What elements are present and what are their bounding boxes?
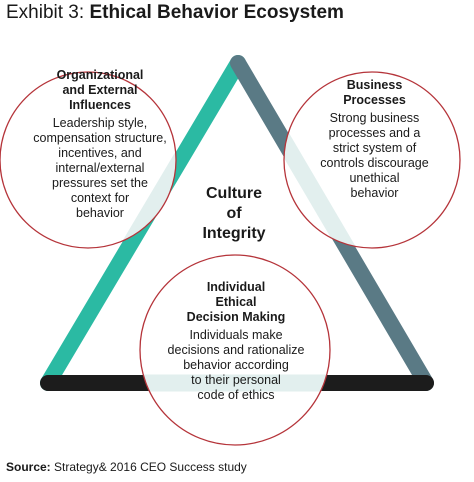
center-culture-label: Culture of Integrity xyxy=(202,185,266,242)
business-body: Strong business processes and a strict s… xyxy=(320,111,429,200)
business-label: Business Processes Strong business proce… xyxy=(292,78,457,201)
individual-label: Individual Ethical Decision Making Indiv… xyxy=(150,280,322,403)
organizational-body: Leadership style, compensation structure… xyxy=(33,116,167,220)
exhibit-number: Exhibit 3: xyxy=(6,2,85,23)
circle-individual xyxy=(139,254,331,446)
exhibit-title: Exhibit 3: Ethical Behavior Ecosystem xyxy=(6,2,344,24)
overlap-right xyxy=(284,72,435,248)
source-label: Source: xyxy=(6,460,51,474)
individual-heading: Individual Ethical Decision Making xyxy=(186,280,286,324)
business-heading: Business Processes xyxy=(343,78,406,107)
overlap-left xyxy=(39,72,176,248)
exhibit-heading: Ethical Behavior Ecosystem xyxy=(89,2,344,23)
individual-body: Individuals make decisions and rationali… xyxy=(167,328,305,402)
circle-organizational xyxy=(0,71,177,249)
organizational-label: Organizational and External Influences L… xyxy=(0,68,200,221)
overlap-highlights xyxy=(39,72,435,392)
organizational-heading: Organizational and External Influences xyxy=(56,68,144,112)
source-note: Source: Strategy& 2016 CEO Success study xyxy=(6,460,247,474)
source-text: Strategy& 2016 CEO Success study xyxy=(54,460,247,474)
circle-business xyxy=(283,71,461,249)
